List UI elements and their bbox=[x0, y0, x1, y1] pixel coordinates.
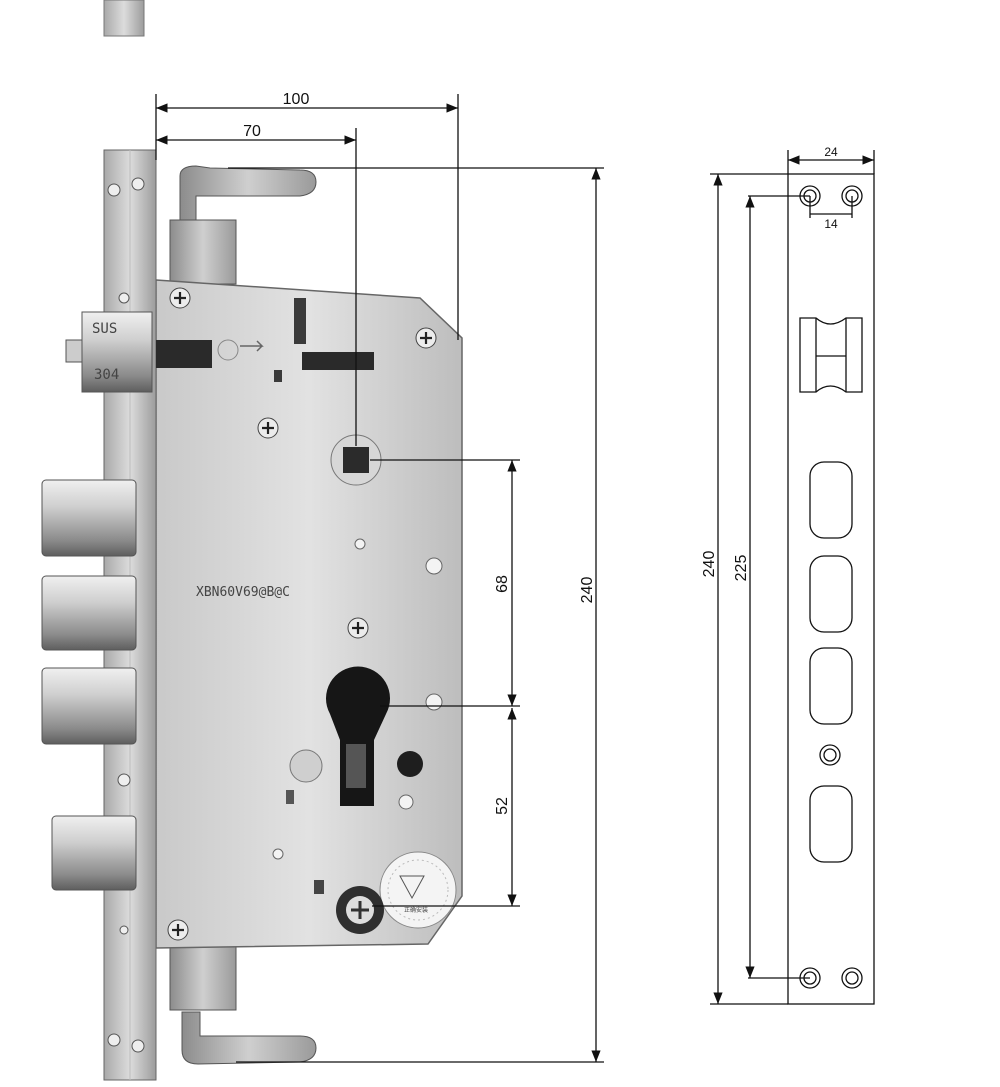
dim-total-width: 100 bbox=[283, 91, 310, 108]
dim-backset: 70 bbox=[243, 123, 261, 140]
dim-cylinder-to-knob: 52 bbox=[494, 797, 511, 815]
lock-dimensions bbox=[155, 94, 604, 1063]
screw-icon bbox=[415, 327, 437, 349]
bolt-slot-1 bbox=[809, 461, 853, 539]
deadbolts bbox=[41, 479, 137, 891]
screw-icon bbox=[257, 417, 279, 439]
screw-icon bbox=[169, 287, 191, 309]
screw-icon bbox=[167, 919, 189, 941]
mortise-lock: SUS 304 bbox=[41, 149, 463, 1081]
bottom-hook bbox=[169, 939, 317, 1065]
stamp-304: 304 bbox=[94, 367, 119, 383]
deadbolt-4 bbox=[51, 815, 137, 891]
dim-strike-width: 24 bbox=[824, 145, 838, 159]
deadbolt-2 bbox=[41, 575, 137, 651]
model-engraving: XBN60V69@B@C bbox=[196, 585, 290, 600]
dim-strike-total: 240 bbox=[701, 551, 718, 578]
strike-plate-outline bbox=[787, 173, 875, 1005]
lock-body bbox=[155, 279, 463, 949]
euro-cylinder-slot bbox=[326, 666, 390, 806]
screw-icon bbox=[347, 617, 369, 639]
top-hook bbox=[169, 165, 317, 285]
bolt-slot-2 bbox=[809, 555, 853, 633]
certification-seal: 正确安装 bbox=[379, 851, 457, 929]
body-details: XBN60V69@B@C 正确安装 bbox=[156, 287, 457, 941]
dim-body-height: 240 bbox=[579, 577, 596, 604]
dim-hole-pitch: 225 bbox=[733, 555, 750, 582]
strike-plate bbox=[710, 150, 875, 1005]
dim-handle-to-cylinder: 68 bbox=[494, 575, 511, 593]
cropped-part bbox=[103, 0, 145, 37]
latch: SUS 304 bbox=[65, 311, 153, 393]
latch-pocket bbox=[799, 317, 863, 393]
seal-text: 正确安装 bbox=[404, 906, 428, 914]
bolt-slot-4 bbox=[809, 785, 853, 863]
stamp-sus: SUS bbox=[92, 321, 117, 337]
deadbolt-1 bbox=[41, 479, 137, 557]
spindle-square bbox=[343, 447, 369, 473]
bolt-slot-3 bbox=[809, 647, 853, 725]
dim-hole-spacing: 14 bbox=[824, 217, 838, 231]
deadbolt-3 bbox=[41, 667, 137, 745]
